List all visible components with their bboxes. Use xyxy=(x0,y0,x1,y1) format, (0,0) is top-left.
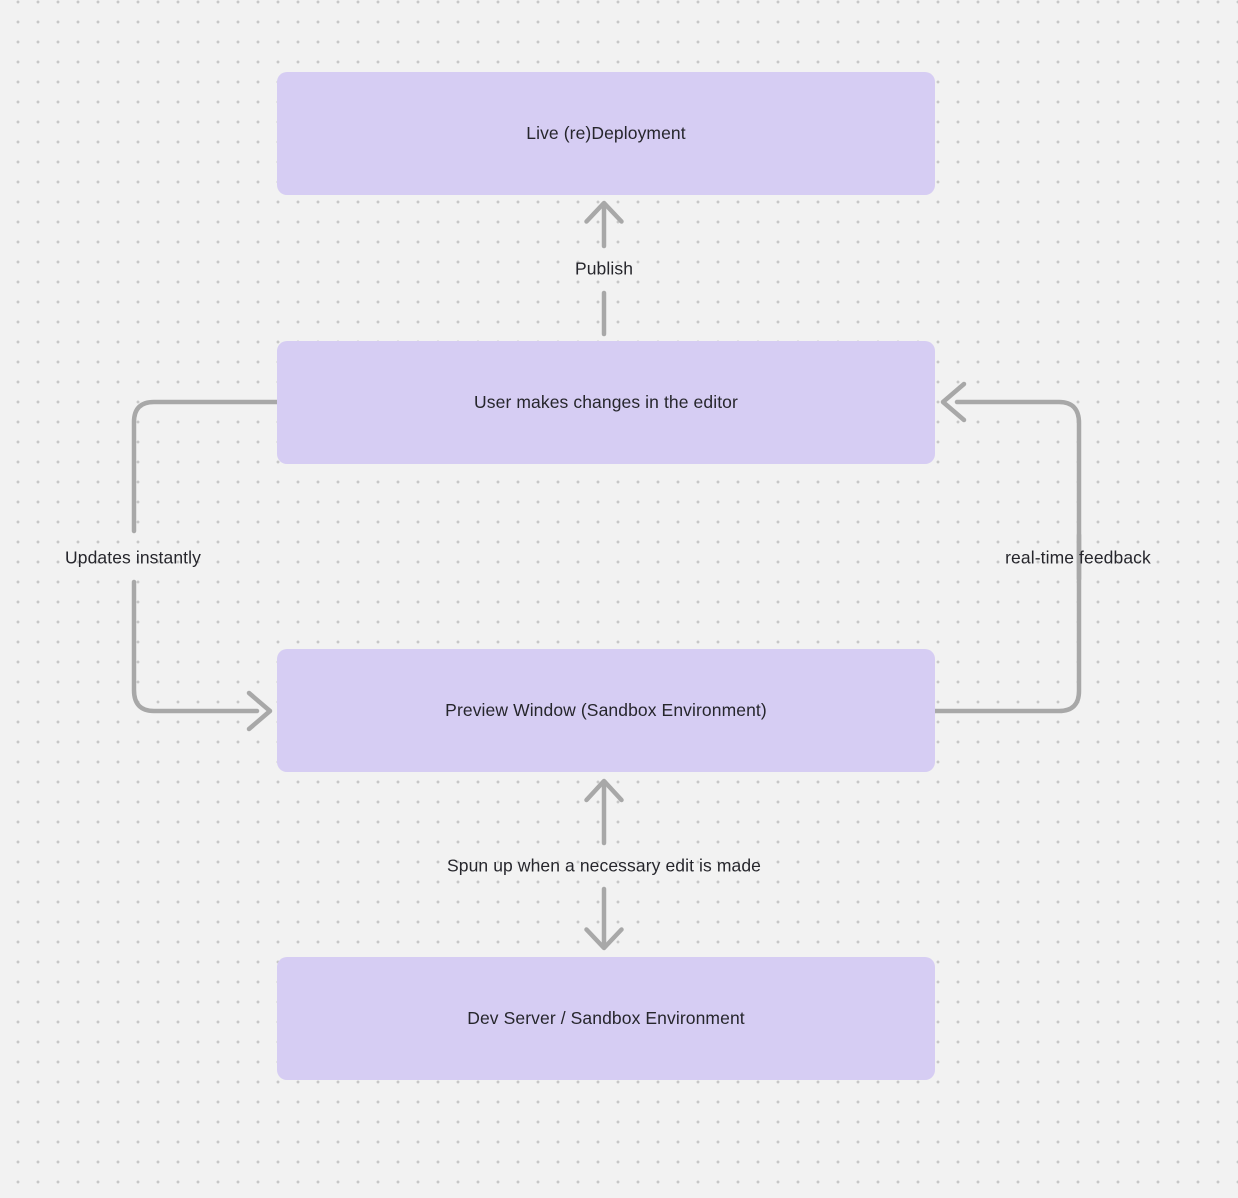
publish-arrow xyxy=(584,200,624,337)
spun-up-arrow xyxy=(584,778,624,951)
node-live-redeployment: Live (re)Deployment xyxy=(277,72,935,195)
node-preview-window-label: Preview Window (Sandbox Environment) xyxy=(445,700,767,720)
node-dev-server: Dev Server / Sandbox Environment xyxy=(277,957,935,1080)
realtime-feedback-arrow xyxy=(932,381,1082,714)
feedback-arrowhead-icon xyxy=(940,381,967,423)
feedback-segment-lower xyxy=(932,532,1082,714)
edge-label-updates-instantly: Updates instantly xyxy=(65,547,201,568)
feedback-segment-upper xyxy=(954,399,1082,582)
updates-instantly-arrow xyxy=(131,399,280,732)
updates-segment-lower xyxy=(131,579,260,714)
updates-arrowhead-icon xyxy=(246,690,273,732)
node-live-redeployment-label: Live (re)Deployment xyxy=(526,123,686,143)
edge-label-spun-up: Spun up when a necessary edit is made xyxy=(446,855,762,876)
spun-up-arrowhead-up-icon xyxy=(584,778,624,803)
publish-arrowhead-icon xyxy=(584,200,624,224)
node-user-editor: User makes changes in the editor xyxy=(277,341,935,464)
edge-label-realtime-feedback: real-time feedback xyxy=(1005,547,1151,568)
updates-segment-upper xyxy=(131,399,280,534)
node-preview-window: Preview Window (Sandbox Environment) xyxy=(277,649,935,772)
edge-label-publish: Publish xyxy=(574,258,634,279)
spun-up-arrowhead-down-icon xyxy=(584,927,624,951)
node-user-editor-label: User makes changes in the editor xyxy=(474,392,738,412)
node-dev-server-label: Dev Server / Sandbox Environment xyxy=(467,1008,745,1028)
